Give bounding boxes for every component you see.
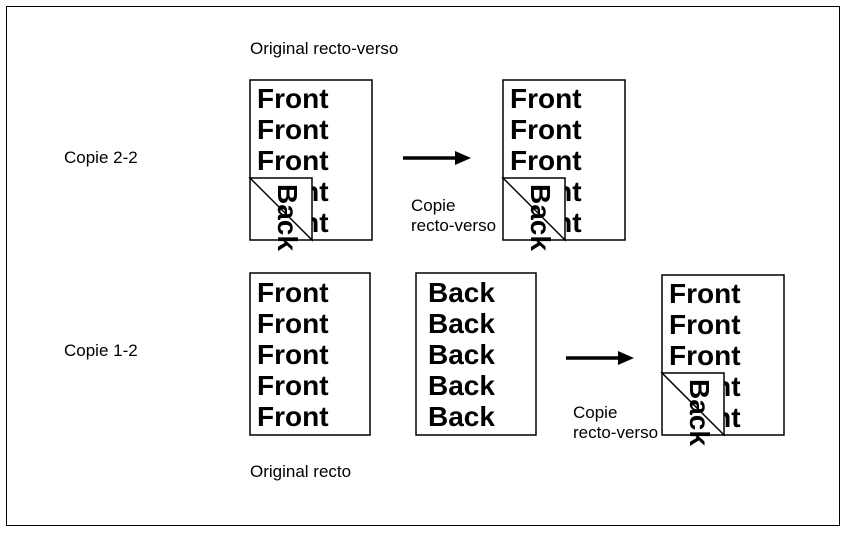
row-label-copie-1-2: Copie 1-2 <box>64 341 138 360</box>
folded-sheet: Front Front Front Front Front Back <box>660 274 785 446</box>
label-copie-recto-verso-top: Copie recto-verso <box>411 196 496 236</box>
label-original-recto: Original recto <box>250 462 352 481</box>
sheet-original-back: Back Back Back Back Back <box>415 272 542 439</box>
label-copie-line1: Copie <box>411 196 456 215</box>
front-text: Front <box>257 114 329 145</box>
front-text: Front <box>669 278 741 309</box>
front-text: Front <box>257 370 329 401</box>
right-arrow-icon <box>566 351 634 365</box>
back-text: Back <box>428 308 495 339</box>
back-text: Back <box>428 277 495 308</box>
right-arrow-icon <box>403 151 471 165</box>
back-text: Back <box>428 401 495 432</box>
front-text: Front <box>257 308 329 339</box>
label-copie-line1: Copie <box>573 403 618 422</box>
front-text: Front <box>257 277 329 308</box>
diagram-frame <box>6 6 840 526</box>
front-text: Front <box>669 340 741 371</box>
front-text: Front <box>257 145 329 176</box>
front-text: Front <box>510 114 582 145</box>
sheet-original-recto-verso: Front Front Front Front Front Back <box>248 79 376 251</box>
back-text: Back <box>525 184 556 251</box>
label-copie-line2: recto-verso <box>411 216 497 235</box>
label-copie-recto-verso-bottom: Copie recto-verso <box>573 403 658 443</box>
back-text: Back <box>272 184 303 251</box>
front-text: Front <box>510 145 582 176</box>
front-text: Front <box>257 339 329 370</box>
front-sheet: Front Front Front Front Front <box>249 272 371 436</box>
front-text: Front <box>257 83 329 114</box>
sheet-copy-recto-verso-bottom: Front Front Front Front Front Back <box>660 274 788 446</box>
fold-flap <box>248 177 313 242</box>
sheet-copy-recto-verso-top: Front Front Front Front Front Back <box>501 79 629 251</box>
back-text: Back <box>428 370 495 401</box>
back-text: Back <box>428 339 495 370</box>
row-label-copie-2-2: Copie 2-2 <box>64 148 138 167</box>
label-copie-line2: recto-verso <box>573 423 659 442</box>
fold-flap <box>660 372 725 437</box>
front-text: Front <box>510 83 582 114</box>
label-original-recto-verso: Original recto-verso <box>250 39 399 58</box>
back-text: Back <box>684 379 715 446</box>
front-text: Front <box>257 401 329 432</box>
folded-sheet: Front Front Front Front Front Back <box>248 79 373 251</box>
front-text: Front <box>669 309 741 340</box>
folded-sheet: Front Front Front Front Front Back <box>501 79 626 251</box>
back-sheet: Back Back Back Back Back <box>415 272 537 436</box>
sheet-original-front: Front Front Front Front Front <box>249 272 376 439</box>
fold-flap <box>501 177 566 242</box>
